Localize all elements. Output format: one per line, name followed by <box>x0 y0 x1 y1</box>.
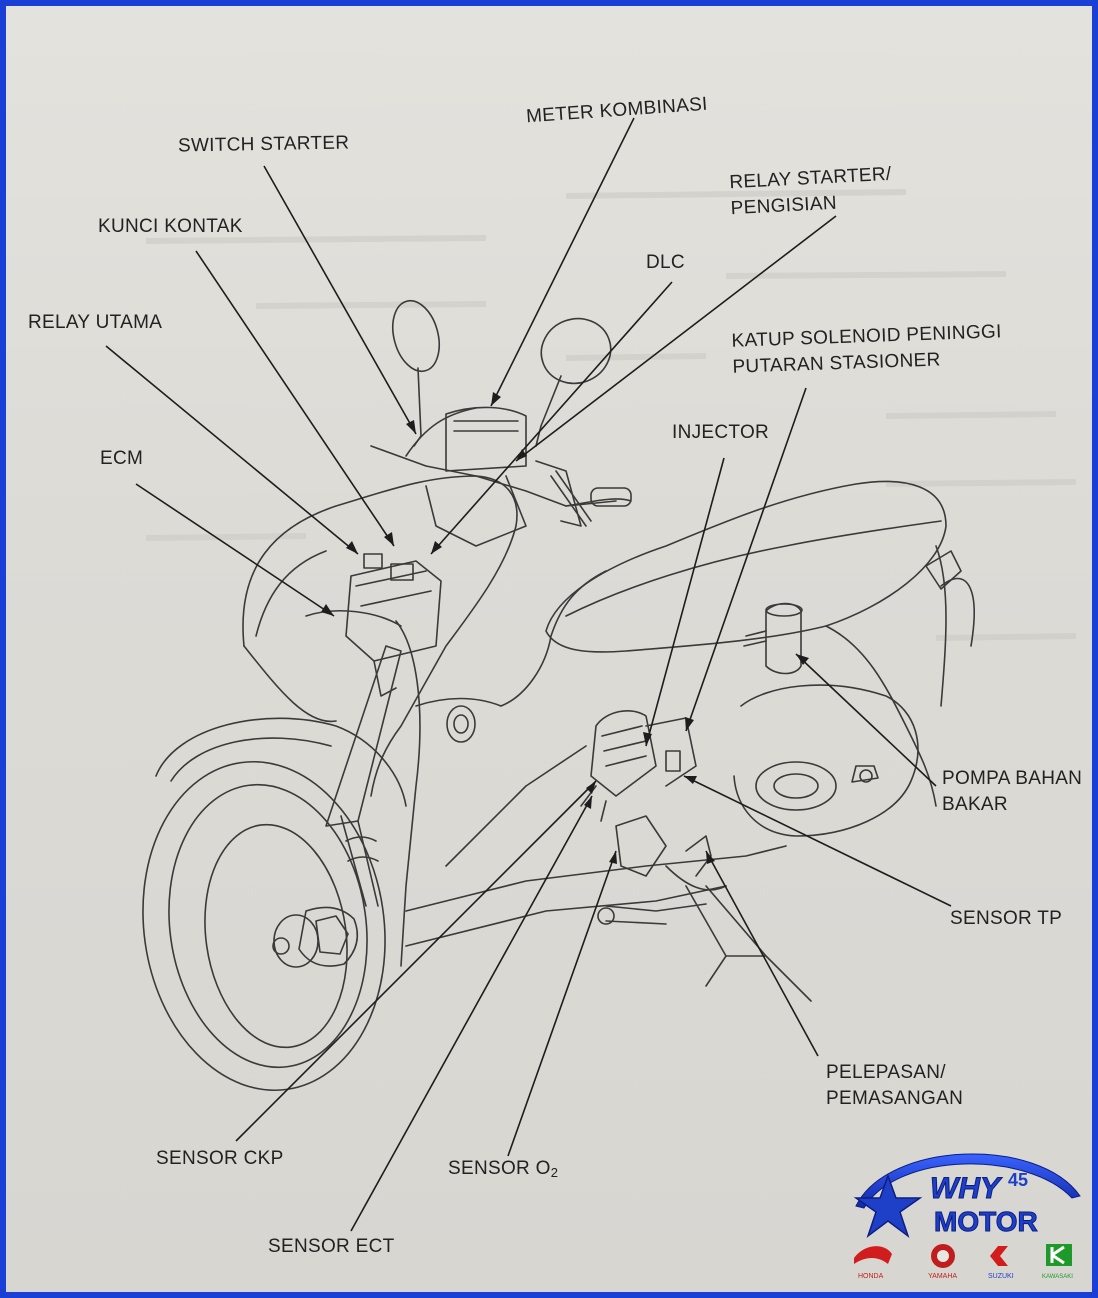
front-fork <box>325 645 402 827</box>
label-text: SENSOR ECT <box>268 1236 395 1257</box>
logo-number: 45 <box>1008 1170 1028 1190</box>
mirror-right <box>540 317 612 385</box>
meter-cluster <box>445 406 527 472</box>
label-text: INJECTOR <box>672 422 770 443</box>
label-text: SENSOR TP <box>950 908 1063 929</box>
brand-emblems: HONDA YAMAHA SUZUKI KAWASAKI <box>854 1244 1073 1280</box>
label-text: ECM <box>100 448 144 469</box>
label-text-line2: BAKAR <box>942 794 1008 815</box>
brand-suzuki: SUZUKI <box>988 1273 1014 1280</box>
page-frame: METER KOMBINASI SWITCH STARTER RELAY STA… <box>6 6 1092 1292</box>
honda-wing-icon <box>854 1246 892 1264</box>
bleed-through-lines <box>145 189 1077 641</box>
star-icon <box>853 1173 923 1239</box>
label-relay-starter: RELAY STARTER/ PENGISIAN <box>729 162 894 222</box>
logo-why: WHY <box>930 1172 1003 1205</box>
label-text-line1: POMPA BAHAN <box>942 768 1083 789</box>
why45-motor-logo: WHY 45 MOTOR HONDA YAMAHA SUZUKI KAWASAK… <box>848 1146 1088 1292</box>
kawasaki-k-icon <box>1046 1244 1072 1266</box>
floor-board <box>405 845 787 912</box>
brand-kawasaki: KAWASAKI <box>1042 1274 1073 1280</box>
label-dlc: DLC <box>646 250 685 276</box>
label-sensor-ckp: SENSOR CKP <box>156 1146 284 1172</box>
label-text-line1: PELEPASAN/ <box>826 1062 946 1083</box>
label-text: SWITCH STARTER <box>177 132 350 157</box>
label-text: SENSOR O <box>448 1158 551 1179</box>
motorcycle-diagram <box>105 117 975 1232</box>
label-sensor-ect: SENSOR ECT <box>268 1234 395 1260</box>
label-text-line2: PEMASANGAN <box>826 1088 964 1109</box>
label-kunci-kontak: KUNCI KONTAK <box>98 214 243 240</box>
label-sensor-o2: SENSOR O2 <box>448 1156 558 1186</box>
seat <box>545 480 947 653</box>
label-sensor-tp: SENSOR TP <box>950 906 1062 932</box>
mirror-left <box>391 299 441 373</box>
label-ecm: ECM <box>100 446 143 472</box>
label-subscript: 2 <box>550 1165 559 1180</box>
engine-case <box>733 684 919 837</box>
logo-motor: MOTOR <box>934 1206 1038 1237</box>
label-relay-utama: RELAY UTAMA <box>28 310 162 336</box>
label-text: DLC <box>646 252 685 273</box>
label-katup-solenoid: KATUP SOLENOID PENINGGI PUTARAN STASIONE… <box>731 319 1003 380</box>
arrow-heads <box>321 392 809 864</box>
label-injector: INJECTOR <box>672 420 769 446</box>
label-text: KUNCI KONTAK <box>98 216 243 237</box>
label-text: RELAY UTAMA <box>28 312 163 333</box>
label-switch-starter: SWITCH STARTER <box>178 131 350 160</box>
front-cowl <box>242 475 518 797</box>
ecm-box <box>345 560 442 662</box>
throttle-body <box>590 710 657 797</box>
leader-lines <box>105 117 952 1232</box>
label-pompa-bahan-bakar: POMPA BAHAN BAKAR <box>942 766 1082 818</box>
label-text: SENSOR CKP <box>156 1148 284 1169</box>
front-fender <box>155 717 407 807</box>
handlebar <box>370 445 617 507</box>
brand-yamaha: YAMAHA <box>928 1273 957 1280</box>
logo-graphic: WHY 45 MOTOR HONDA YAMAHA SUZUKI KAWASAK… <box>853 1153 1081 1280</box>
suzuki-s-icon <box>990 1246 1008 1266</box>
rear-body <box>825 625 937 807</box>
front-rim <box>204 823 348 1049</box>
front-hub <box>273 914 319 968</box>
front-tire-inner <box>168 783 368 1069</box>
label-pelepasan-pemasangan: PELEPASAN/ PEMASANGAN <box>826 1060 963 1112</box>
brand-honda: HONDA <box>858 1273 884 1280</box>
horn <box>446 705 476 743</box>
main-stand <box>685 885 812 1002</box>
